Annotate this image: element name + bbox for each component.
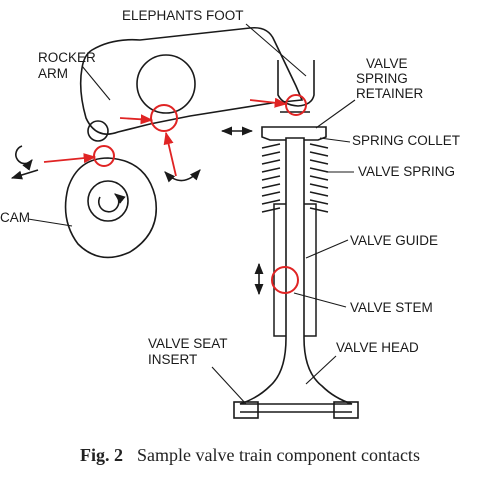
valve-seat-insert-left	[233, 401, 259, 419]
valve-stem	[239, 137, 353, 405]
label-spring-collet: SPRING COLLET	[352, 133, 460, 148]
contact-stem-guide-highlight	[271, 266, 299, 294]
red-arrow-elephants-foot	[249, 97, 288, 108]
leader-lines	[27, 23, 356, 405]
label-valve-seat-insert-line1: VALVE SEAT	[148, 336, 228, 351]
contact-cam-roller-highlight	[93, 145, 115, 167]
slide-arrow-icon	[10, 169, 39, 180]
camshaft	[87, 180, 129, 222]
rocker-pivot	[136, 54, 196, 114]
rotation-arrow-left-icon	[15, 145, 33, 171]
label-cam: CAM	[0, 210, 30, 225]
contact-rocker-pivot-highlight	[150, 104, 178, 132]
label-valve-stem: VALVE STEM	[350, 300, 433, 315]
valve-seat-insert-right	[333, 401, 359, 419]
rocker-rotation-icon	[164, 169, 201, 183]
label-elephants-foot: ELEPHANTS FOOT	[122, 8, 244, 23]
label-valve-head: VALVE HEAD	[336, 340, 419, 355]
label-valve-spring-retainer-line1: VALVE	[366, 56, 408, 71]
valve-train-diagram: ELEPHANTS FOOT ROCKER ARM VALVE SPRING R…	[0, 8, 460, 419]
red-arrow-pivot	[163, 131, 177, 177]
label-valve-spring-retainer-line2: SPRING	[356, 71, 408, 86]
cam-lobe	[64, 157, 157, 259]
label-valve-spring-retainer-line3: RETAINER	[356, 86, 424, 101]
caption-text: Sample valve train component contacts	[137, 445, 420, 465]
label-valve-guide: VALVE GUIDE	[350, 233, 438, 248]
cam-rotation-icon	[97, 193, 126, 213]
caption-figure-number: Fig. 2	[80, 445, 124, 465]
figure-caption: Fig. 2 Sample valve train component conta…	[0, 445, 500, 466]
rocker-arm	[79, 26, 304, 135]
red-arrow-pivot-side	[119, 114, 154, 125]
label-valve-seat-insert-line2: INSERT	[148, 352, 197, 367]
label-rocker-arm-line2: ARM	[38, 66, 68, 81]
label-valve-spring: VALVE SPRING	[358, 164, 455, 179]
valve-spring	[261, 143, 329, 213]
red-arrow-cam	[43, 153, 97, 164]
roller-follower	[87, 120, 109, 142]
valve-spring-retainer	[261, 126, 327, 141]
label-rocker-arm-line1: ROCKER	[38, 50, 96, 65]
